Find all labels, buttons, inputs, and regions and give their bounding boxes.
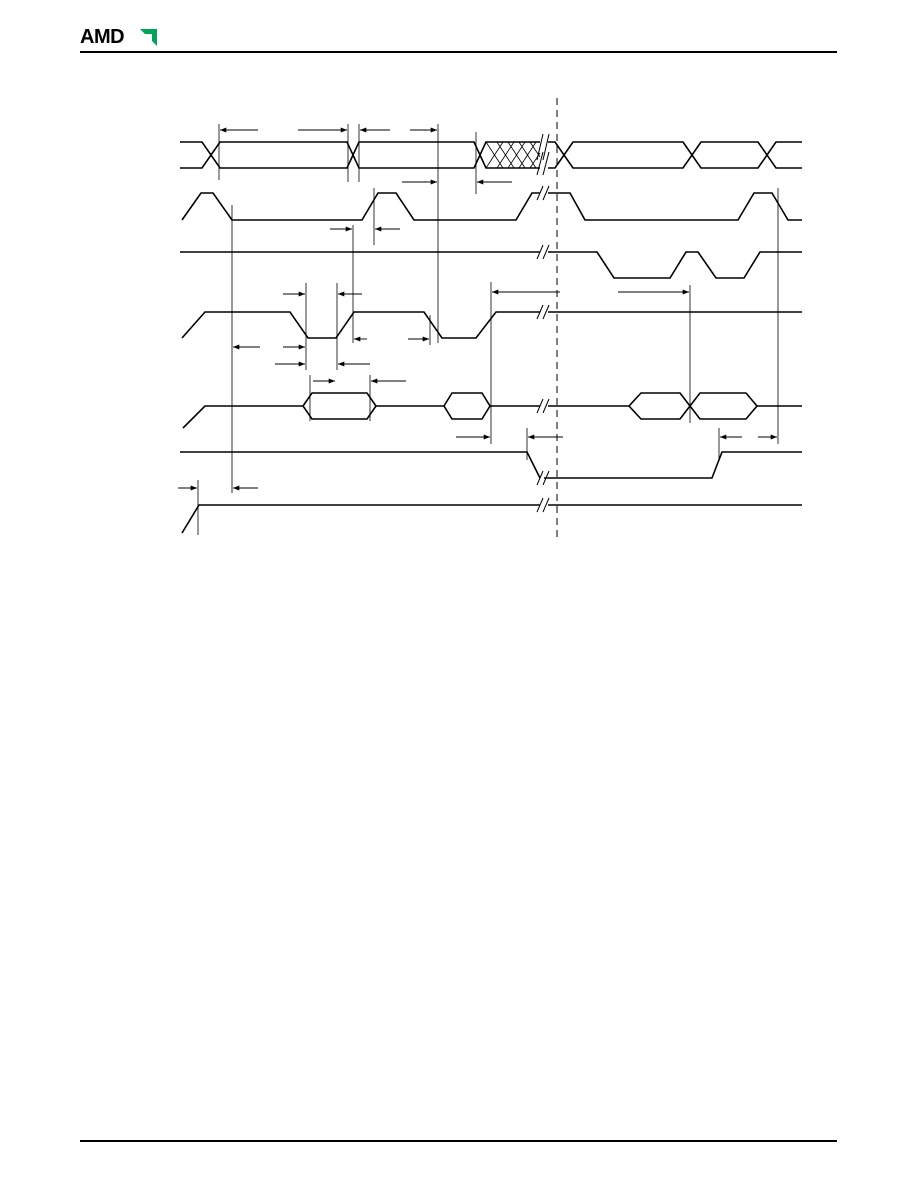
amd-logo: AMD — [80, 26, 162, 48]
timing-reference-lines — [197, 124, 779, 535]
footer-rule — [80, 1140, 837, 1142]
signal-6 — [180, 451, 802, 479]
break-markers — [536, 133, 550, 513]
timing-diagram — [178, 98, 802, 538]
signal-address-bus — [180, 141, 802, 169]
signal-2 — [181, 192, 802, 221]
signal-3 — [180, 251, 802, 279]
amd-arrow-icon — [140, 29, 157, 46]
header-rule — [80, 51, 837, 53]
signal-7 — [181, 504, 802, 534]
address-invalid-hatch — [485, 141, 541, 169]
logo-text: AMD — [80, 26, 125, 48]
timing-arrows — [178, 127, 777, 491]
signal-data-bus — [182, 392, 802, 429]
signal-4 — [181, 311, 802, 339]
